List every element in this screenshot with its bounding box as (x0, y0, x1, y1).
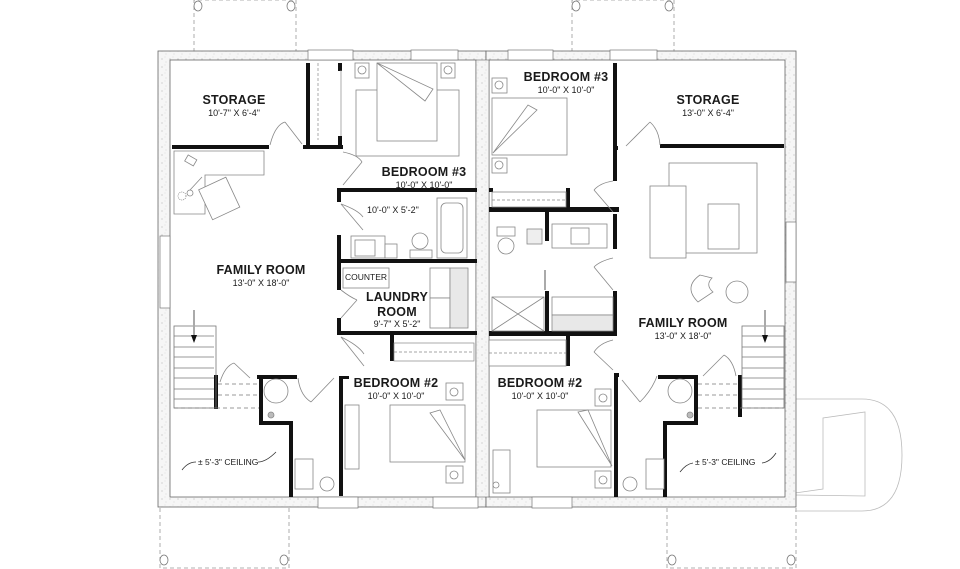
right-bath-fixtures (491, 223, 614, 332)
right-ceiling-note: ± 5'-3" CEILING (695, 457, 756, 467)
left-storage-label: STORAGE 10'-7" X 6'-4" (203, 94, 266, 118)
left-ceiling-note: ± 5'-3" CEILING (198, 457, 259, 467)
bottom-porch-outlines (159, 508, 797, 569)
room-name: FAMILY ROOM (638, 316, 728, 330)
left-office-desk (173, 150, 265, 221)
left-bedroom3-label: BEDROOM #3 10'-0" X 10'-0" (382, 166, 467, 190)
room-name: STORAGE (202, 93, 266, 107)
room-name: STORAGE (676, 93, 740, 107)
right-family-furniture (649, 162, 758, 304)
left-bedroom3-bed (354, 62, 460, 157)
left-doors (219, 121, 365, 403)
left-bedroom2-label: BEDROOM #2 10'-0" X 10'-0" (354, 377, 439, 401)
left-counter-label: COUNTER (345, 272, 388, 282)
room-name: BEDROOM #3 (381, 165, 467, 179)
room-name: BEDROOM #2 (353, 376, 439, 390)
right-interior-walls (489, 63, 784, 497)
room-dims: 10'-0" X 10'-0" (367, 390, 425, 401)
room-dims: 10'-7" X 6'-4" (208, 107, 260, 118)
left-interior-walls (172, 63, 477, 497)
left-stairs (173, 310, 259, 409)
room-dims: 10'-0" X 10'-0" (537, 84, 595, 95)
left-bedroom2-bed (344, 382, 466, 484)
room-name: LAUNDRY (365, 290, 429, 304)
room-dims: 13'-0" X 6'-4" (682, 107, 734, 118)
right-bedroom3-bed (491, 77, 568, 208)
left-bath-fixtures (350, 197, 468, 259)
room-name: FAMILY ROOM (216, 263, 306, 277)
left-laundry-label: LAUNDRY ROOM 9'-7" X 5'-2" (366, 291, 428, 329)
room-name-line2: ROOM (377, 304, 417, 319)
room-dims: 13'-0" X 18'-0" (654, 330, 712, 341)
room-name: BEDROOM #3 (523, 70, 609, 84)
right-doors (593, 121, 737, 403)
right-family-room-label: FAMILY ROOM 13'-0" X 18'-0" (638, 317, 727, 341)
room-dims: 10'-0" X 10'-0" (511, 390, 569, 401)
left-bath-dims: 10'-0" X 5'-2" (367, 205, 419, 215)
room-name: BEDROOM #2 (497, 376, 583, 390)
room-dims: 13'-0" X 18'-0" (232, 277, 290, 288)
room-dims: 9'-7" X 5'-2" (373, 319, 421, 329)
room-dims: 10'-0" X 10'-0" (395, 179, 453, 190)
right-bedroom2-bed (488, 339, 613, 494)
right-bedroom3-label: BEDROOM #3 10'-0" X 10'-0" (524, 71, 609, 95)
exterior-patio (794, 398, 903, 512)
top-porch-outlines (193, 0, 675, 52)
right-bedroom2-label: BEDROOM #2 10'-0" X 10'-0" (498, 377, 583, 401)
right-stairs (698, 310, 785, 409)
left-family-room-label: FAMILY ROOM 13'-0" X 18'-0" (216, 264, 305, 288)
right-storage-label: STORAGE 13'-0" X 6'-4" (677, 94, 740, 118)
left-laundry-fixtures (342, 267, 469, 329)
